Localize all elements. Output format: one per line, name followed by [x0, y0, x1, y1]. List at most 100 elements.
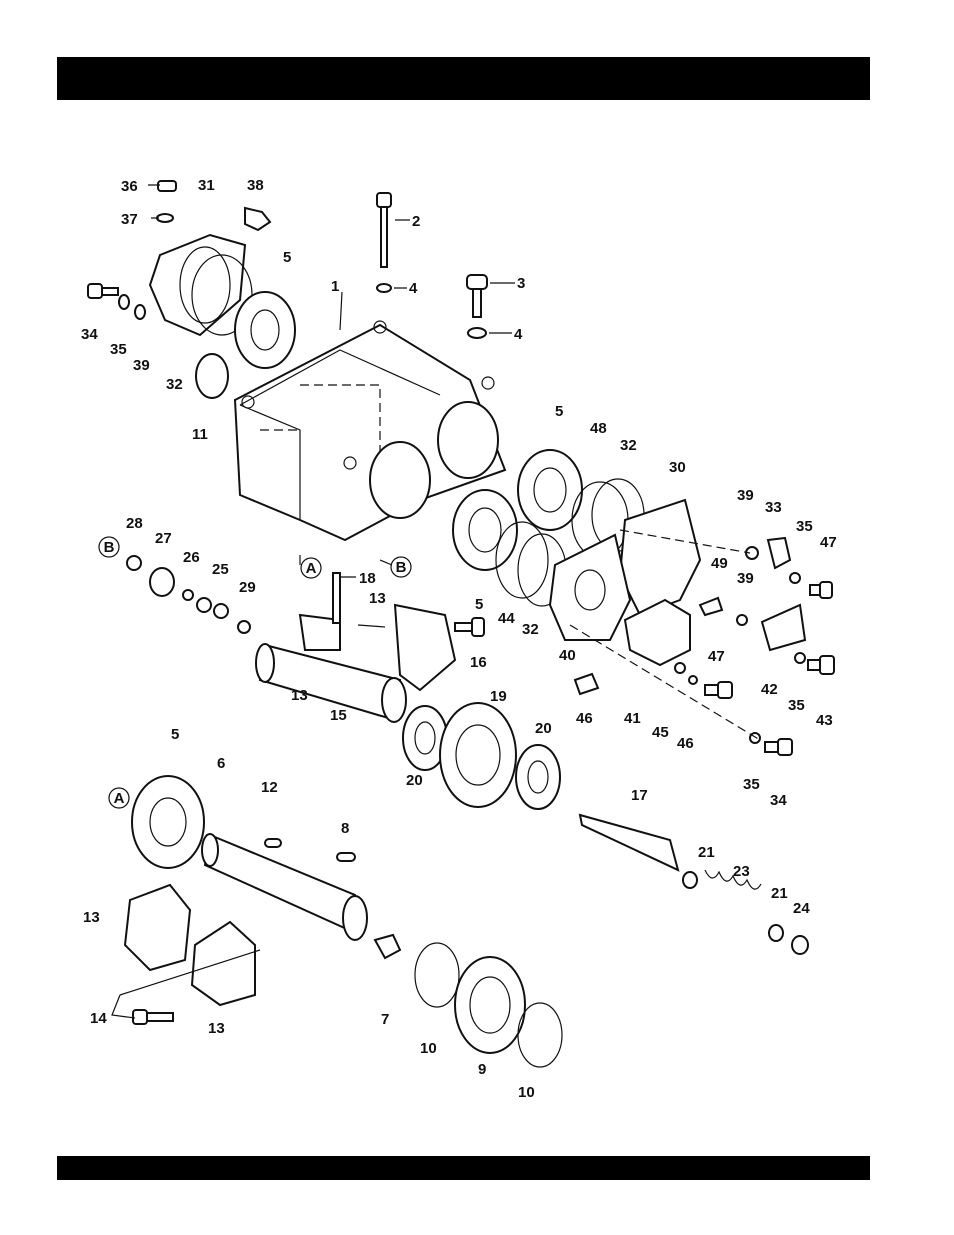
callout-5-mid: 5: [475, 596, 483, 613]
gear-9: [455, 957, 525, 1053]
callout-13-top: 13: [369, 590, 386, 607]
washer-25a: [197, 598, 211, 612]
callout-35-c: 35: [743, 776, 760, 793]
callout-33-low: 32: [522, 621, 539, 638]
callout-26: 26: [183, 549, 200, 566]
callout-6: 6: [217, 755, 225, 772]
callout-39-left: 39: [133, 357, 150, 374]
callout-44: 43: [816, 712, 833, 729]
clip-29: [238, 621, 250, 633]
callout-40: 40: [559, 647, 576, 664]
fitting-49: [700, 598, 722, 615]
counterweight-13-a: [125, 885, 190, 970]
svg-text:B: B: [104, 539, 115, 556]
callout-23: 23: [733, 863, 750, 880]
bolt-34-right: [765, 739, 792, 755]
callout-13-lower-b: 13: [208, 1020, 225, 1037]
callout-13-lower-a: 13: [83, 909, 100, 926]
washer-39-left: [135, 305, 145, 319]
callout-48: 46: [576, 710, 593, 727]
reference-mark-b-housing: B: [391, 557, 411, 577]
washer-25b: [214, 604, 228, 618]
clip-32: [768, 538, 790, 568]
washer-47: [689, 676, 697, 684]
ring-24: [792, 936, 808, 954]
seal-11: [196, 354, 228, 398]
bolt-34-left: [88, 284, 118, 298]
callout-20-right: 20: [535, 720, 552, 737]
callout-34-left: 34: [81, 326, 98, 343]
bolt-44: [808, 656, 834, 674]
callout-34-right: 34: [770, 792, 787, 809]
washer-35-left: [119, 295, 129, 309]
callout-33-left: 32: [166, 376, 183, 393]
callout-13-mid: 13: [291, 687, 308, 704]
callout-37: 37: [121, 211, 138, 228]
bearing-5-mid: [453, 490, 517, 570]
valve-block-41: [625, 600, 690, 665]
callout-43-top: 48: [590, 420, 607, 437]
washer-35-b: [795, 653, 805, 663]
bolt-2: [377, 193, 391, 267]
bearing-5-top: [235, 292, 295, 368]
washer-37: [157, 214, 173, 222]
callout-5-lower: 5: [171, 726, 179, 743]
callout-9: 9: [478, 1061, 486, 1078]
svg-text:A: A: [306, 560, 317, 577]
bolt-45-low: [705, 682, 732, 698]
callout-4-top: 4: [409, 280, 418, 297]
reference-mark-b-left: B: [99, 537, 119, 557]
snap-ring-10-left: [415, 943, 459, 1007]
callout-30: 30: [669, 459, 686, 476]
counterweight-13-b: [192, 922, 255, 1005]
plug-7: [375, 935, 400, 958]
bearing-5-lower: [132, 776, 204, 868]
bolt-16: [455, 618, 484, 636]
pin-18: [333, 573, 340, 623]
callout-43-low: 44: [498, 610, 515, 627]
callout-49: 49: [711, 555, 728, 572]
key-8: [337, 853, 355, 861]
callout-47: 46: [677, 735, 694, 752]
washer-28: [127, 556, 141, 570]
callout-41: 41: [624, 710, 641, 727]
callout-39-right: 39: [737, 487, 754, 504]
callout-36: 36: [121, 178, 138, 195]
callout-20-left: 20: [406, 772, 423, 789]
bolt-45-top: [810, 582, 832, 598]
callout-25: 25: [212, 561, 229, 578]
callout-12: 12: [261, 779, 278, 796]
reference-mark-a-housing: A: [301, 558, 321, 578]
callout-11: 11: [192, 426, 208, 443]
fitting-38: [245, 208, 270, 230]
reference-mark-a-lower: A: [109, 788, 129, 808]
washer-4b: [468, 328, 486, 338]
washer-21b: [769, 925, 783, 941]
washer-35-a: [790, 573, 800, 583]
callout-39-mid: 39: [737, 570, 754, 587]
callout-10-left: 10: [420, 1040, 437, 1057]
fitting-48: [575, 674, 598, 694]
callout-35-a: 35: [796, 518, 813, 535]
plug-36: [158, 181, 176, 191]
callout-35-b: 35: [788, 697, 805, 714]
callout-7: 7: [381, 1011, 389, 1028]
washer-4a: [377, 284, 391, 292]
callout-24: 24: [793, 900, 810, 917]
callout-29: 29: [239, 579, 256, 596]
callout-18: 18: [359, 570, 376, 587]
cover-30: [620, 500, 700, 615]
callout-5-top: 5: [283, 249, 291, 266]
clip-26: [183, 590, 193, 600]
callout-27: 27: [155, 530, 172, 547]
snap-ring-10-right: [518, 1003, 562, 1067]
callout-45-low: 47: [708, 648, 725, 665]
callout-14: 14: [90, 1010, 107, 1027]
callout-19: 19: [490, 688, 507, 705]
bushing-27: [150, 568, 174, 596]
bolt-3: [467, 275, 487, 317]
callout-42: 42: [761, 681, 778, 698]
callout-31: 31: [198, 177, 215, 194]
key-12: [265, 839, 281, 847]
callout-17: 17: [631, 787, 648, 804]
